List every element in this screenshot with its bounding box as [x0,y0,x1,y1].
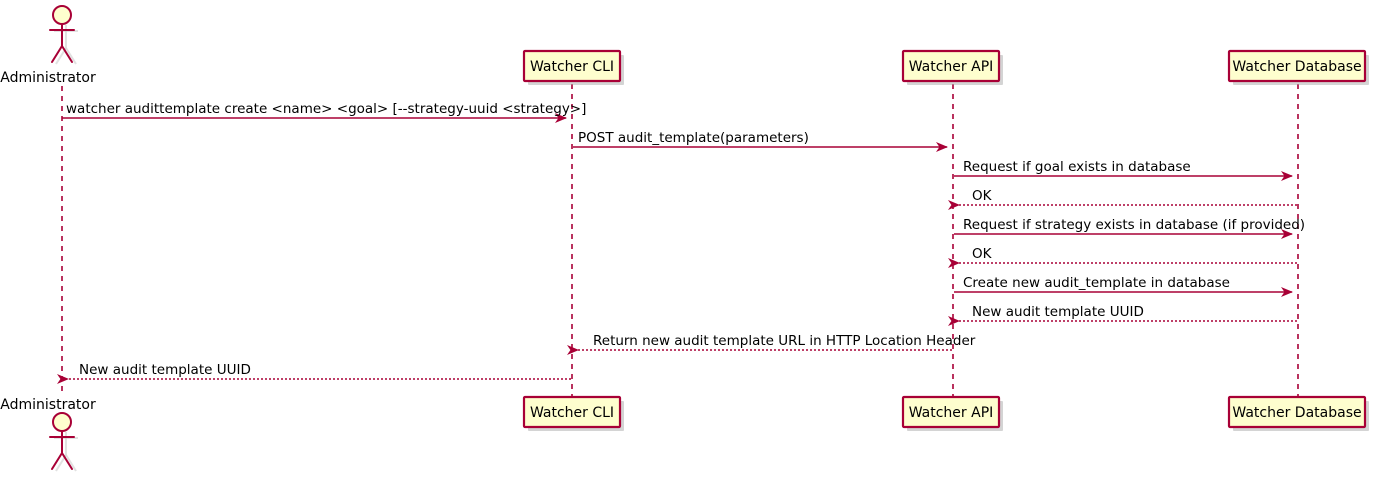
box-frame [901,49,1001,83]
message-label: Request if goal exists in database [963,159,1191,175]
message-7[interactable]: Create new audit_template in database [954,275,1293,297]
box-frame [522,49,622,83]
message-label: Return new audit template URL in HTTP Lo… [593,333,976,349]
actor-head-icon [52,5,72,25]
message-5[interactable]: Request if strategy exists in database (… [954,217,1305,239]
message-label: New audit template UUID [79,362,251,378]
participant-label-watcher-api: Watcher API [909,59,994,75]
message-label: OK [972,246,993,262]
message-1[interactable]: watcher audittemplate create <name> <goa… [62,101,586,123]
actor-leg-left-icon [51,45,63,63]
box-frame [901,395,1001,429]
message-label: OK [972,188,993,204]
message-label: Create new audit_template in database [963,275,1230,291]
actor-leg-right-icon [61,45,73,63]
message-6[interactable]: OK [948,246,1297,268]
participant-box-watcher-cli-bottom[interactable]: Watcher CLI [522,395,624,431]
message-4[interactable]: OK [948,188,1297,210]
box-frame [522,395,622,429]
message-3[interactable]: Request if goal exists in database [954,159,1293,181]
box-frame [1227,49,1367,83]
participant-box-watcher-api-bottom[interactable]: Watcher API [901,395,1003,431]
message-label: Request if strategy exists in database (… [963,217,1305,233]
message-2[interactable]: POST audit_template(parameters) [573,130,948,152]
participant-label-watcher-database: Watcher Database [1232,59,1361,75]
actor-administrator-top[interactable]: Administrator [0,5,96,86]
message-10[interactable]: New audit template UUID [57,362,571,384]
participant-label-watcher-api: Watcher API [909,405,994,421]
participant-label-watcher-cli: Watcher CLI [530,59,614,75]
message-label: watcher audittemplate create <name> <goa… [66,101,586,117]
actor-label-administrator-bottom: Administrator [0,397,96,413]
actor-administrator-bottom[interactable]: Administrator [0,397,96,472]
message-label: POST audit_template(parameters) [578,130,809,146]
message-8[interactable]: New audit template UUID [948,304,1297,326]
actor-leg-left-icon [51,452,63,470]
lifelines [61,84,1299,396]
participant-box-watcher-database-top[interactable]: Watcher Database [1227,49,1369,85]
actor-label-administrator-top: Administrator [0,70,96,86]
participant-box-watcher-database-bottom[interactable]: Watcher Database [1227,395,1369,431]
actor-head-icon [52,412,72,432]
message-label: New audit template UUID [972,304,1144,320]
message-9[interactable]: Return new audit template URL in HTTP Lo… [567,333,976,355]
actor-leg-right-icon [61,452,73,470]
participant-box-watcher-cli-top[interactable]: Watcher CLI [522,49,624,85]
box-frame [1227,395,1367,429]
participant-box-watcher-api-top[interactable]: Watcher API [901,49,1003,85]
participant-label-watcher-cli: Watcher CLI [530,405,614,421]
participant-label-watcher-database: Watcher Database [1232,405,1361,421]
